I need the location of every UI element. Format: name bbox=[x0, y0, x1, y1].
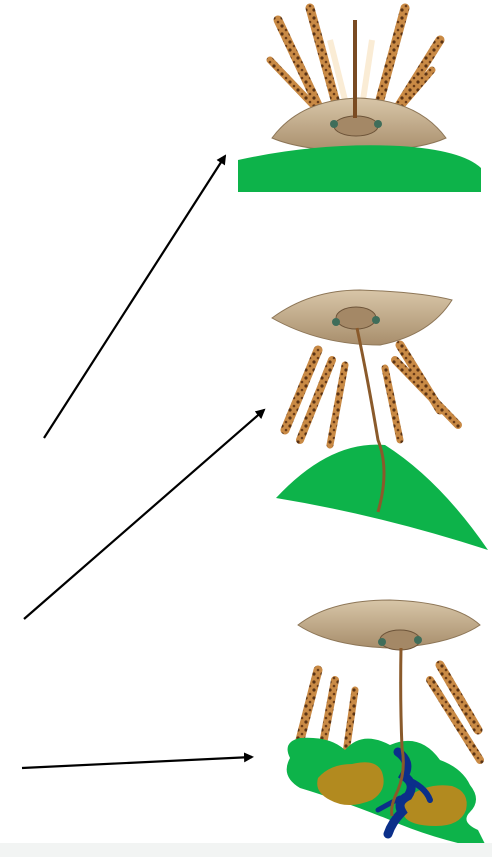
bug-head bbox=[336, 307, 376, 329]
arrows bbox=[22, 156, 264, 768]
bottom-strip bbox=[0, 843, 492, 857]
arrow-2 bbox=[24, 410, 264, 619]
panel-2 bbox=[272, 290, 488, 550]
panel-3 bbox=[287, 600, 488, 850]
panel-1 bbox=[238, 8, 481, 192]
bug-head bbox=[334, 116, 378, 136]
arrow-1 bbox=[44, 156, 225, 438]
leaf bbox=[238, 145, 481, 192]
arrow-3 bbox=[22, 757, 252, 768]
